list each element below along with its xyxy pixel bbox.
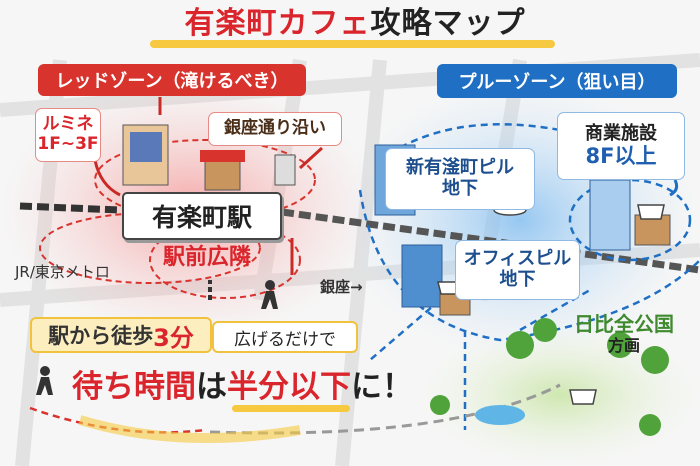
plaza-label: 駅前広隣 [163, 245, 252, 270]
blue-zone-label: プルーゾーン（狙い目） [437, 64, 677, 98]
station-sign: 有楽町駅 [122, 192, 282, 240]
park-label: 日比全公国 方画 [574, 312, 674, 355]
red-zone-label: レッドゾーン（滝けるべき） [38, 64, 306, 96]
shop-ginza [200, 150, 296, 191]
park-pond [475, 405, 525, 425]
lines-label: JR/東京メトロ [15, 263, 110, 281]
title-underline [150, 40, 555, 48]
building-commercial [589, 179, 671, 251]
building-lumine [122, 124, 169, 186]
blue-dashed-rings [358, 123, 700, 430]
shin-yurakucho-callout: 新有滏町ピル地下 [385, 148, 535, 210]
park-trees [430, 318, 669, 436]
ginza-street-callout: 銀座通り沿い [208, 112, 342, 146]
page-title: 有楽町カフェ攻略マップ [184, 6, 526, 41]
gray-route [209, 383, 561, 435]
headline: 待ち時間は半分以下に！ [72, 369, 413, 405]
red-arrows [93, 97, 324, 275]
park-area [420, 325, 700, 465]
walker-icons [36, 280, 278, 395]
headline-underline [232, 405, 350, 412]
route-arrow-band [78, 415, 301, 443]
building-office [401, 244, 471, 316]
blue-up-arrow [669, 179, 679, 197]
spread-box: 広げるだけで [212, 321, 358, 353]
walking-route [29, 406, 206, 434]
ginza-direction: 銀座→ [320, 278, 363, 296]
office-callout: オフィスピル地下 [455, 240, 580, 300]
